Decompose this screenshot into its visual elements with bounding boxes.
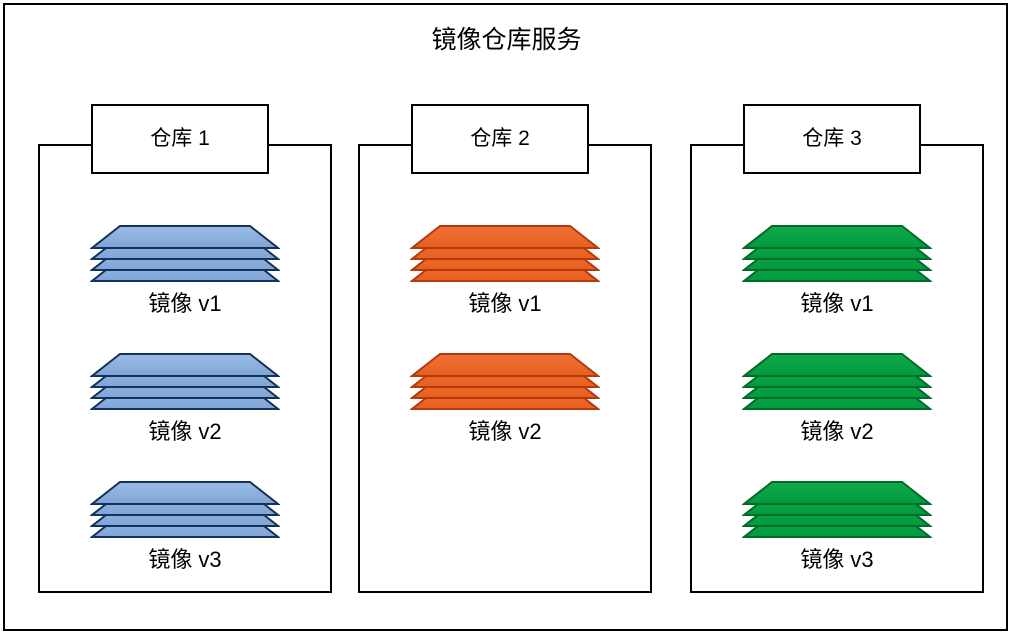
repository-header-label-3: 仓库 3 (802, 127, 862, 150)
image-layer (410, 352, 600, 378)
image-caption: 镜像 v1 (800, 291, 874, 316)
image-layer-stack-icon (742, 352, 932, 410)
repository-header-3[interactable]: 仓库 3 (743, 104, 921, 174)
image-caption: 镜像 v1 (148, 291, 222, 316)
repository-group-2: 仓库 2 镜像 v1 镜像 v2 (358, 104, 652, 593)
image-layer-stack-icon (410, 352, 600, 410)
repository-header-2[interactable]: 仓库 2 (411, 104, 589, 174)
image-layer (742, 224, 932, 250)
image-layer-stack-icon (90, 480, 280, 538)
image-layer (90, 224, 280, 250)
image-layer-stack-icon (742, 224, 932, 282)
image-caption: 镜像 v2 (468, 419, 542, 444)
image-list-1: 镜像 v1 镜像 v2 镜像 v3 (38, 144, 332, 593)
repository-group-1: 仓库 1 镜像 v1 镜像 v2 镜像 v3 (38, 104, 332, 593)
repository-header-1[interactable]: 仓库 1 (91, 104, 269, 174)
image-item[interactable]: 镜像 v3 (690, 480, 984, 620)
image-caption: 镜像 v3 (800, 547, 874, 572)
image-list-3: 镜像 v1 镜像 v2 镜像 v3 (690, 144, 984, 593)
image-list-2: 镜像 v1 镜像 v2 (358, 144, 652, 593)
image-item[interactable]: 镜像 v1 (690, 224, 984, 364)
image-layer (90, 480, 280, 506)
image-layer-stack-icon (742, 480, 932, 538)
image-caption: 镜像 v2 (148, 419, 222, 444)
image-caption: 镜像 v3 (148, 547, 222, 572)
image-layer-stack-icon (90, 352, 280, 410)
repository-group-3: 仓库 3 镜像 v1 镜像 v2 镜像 v3 (690, 104, 984, 593)
image-layer (742, 352, 932, 378)
image-item[interactable]: 镜像 v2 (358, 352, 652, 492)
image-caption: 镜像 v2 (800, 419, 874, 444)
image-caption: 镜像 v1 (468, 291, 542, 316)
image-layer-stack-icon (90, 224, 280, 282)
image-item[interactable]: 镜像 v1 (38, 224, 332, 364)
image-item[interactable]: 镜像 v2 (38, 352, 332, 492)
repository-header-label-1: 仓库 1 (150, 127, 210, 150)
repository-header-label-2: 仓库 2 (470, 127, 530, 150)
image-layer (742, 480, 932, 506)
image-item[interactable]: 镜像 v1 (358, 224, 652, 364)
image-layer (410, 224, 600, 250)
page-title: 镜像仓库服务 (431, 26, 582, 54)
image-layer (90, 352, 280, 378)
image-item[interactable]: 镜像 v2 (690, 352, 984, 492)
image-item[interactable]: 镜像 v3 (38, 480, 332, 620)
image-layer-stack-icon (410, 224, 600, 282)
